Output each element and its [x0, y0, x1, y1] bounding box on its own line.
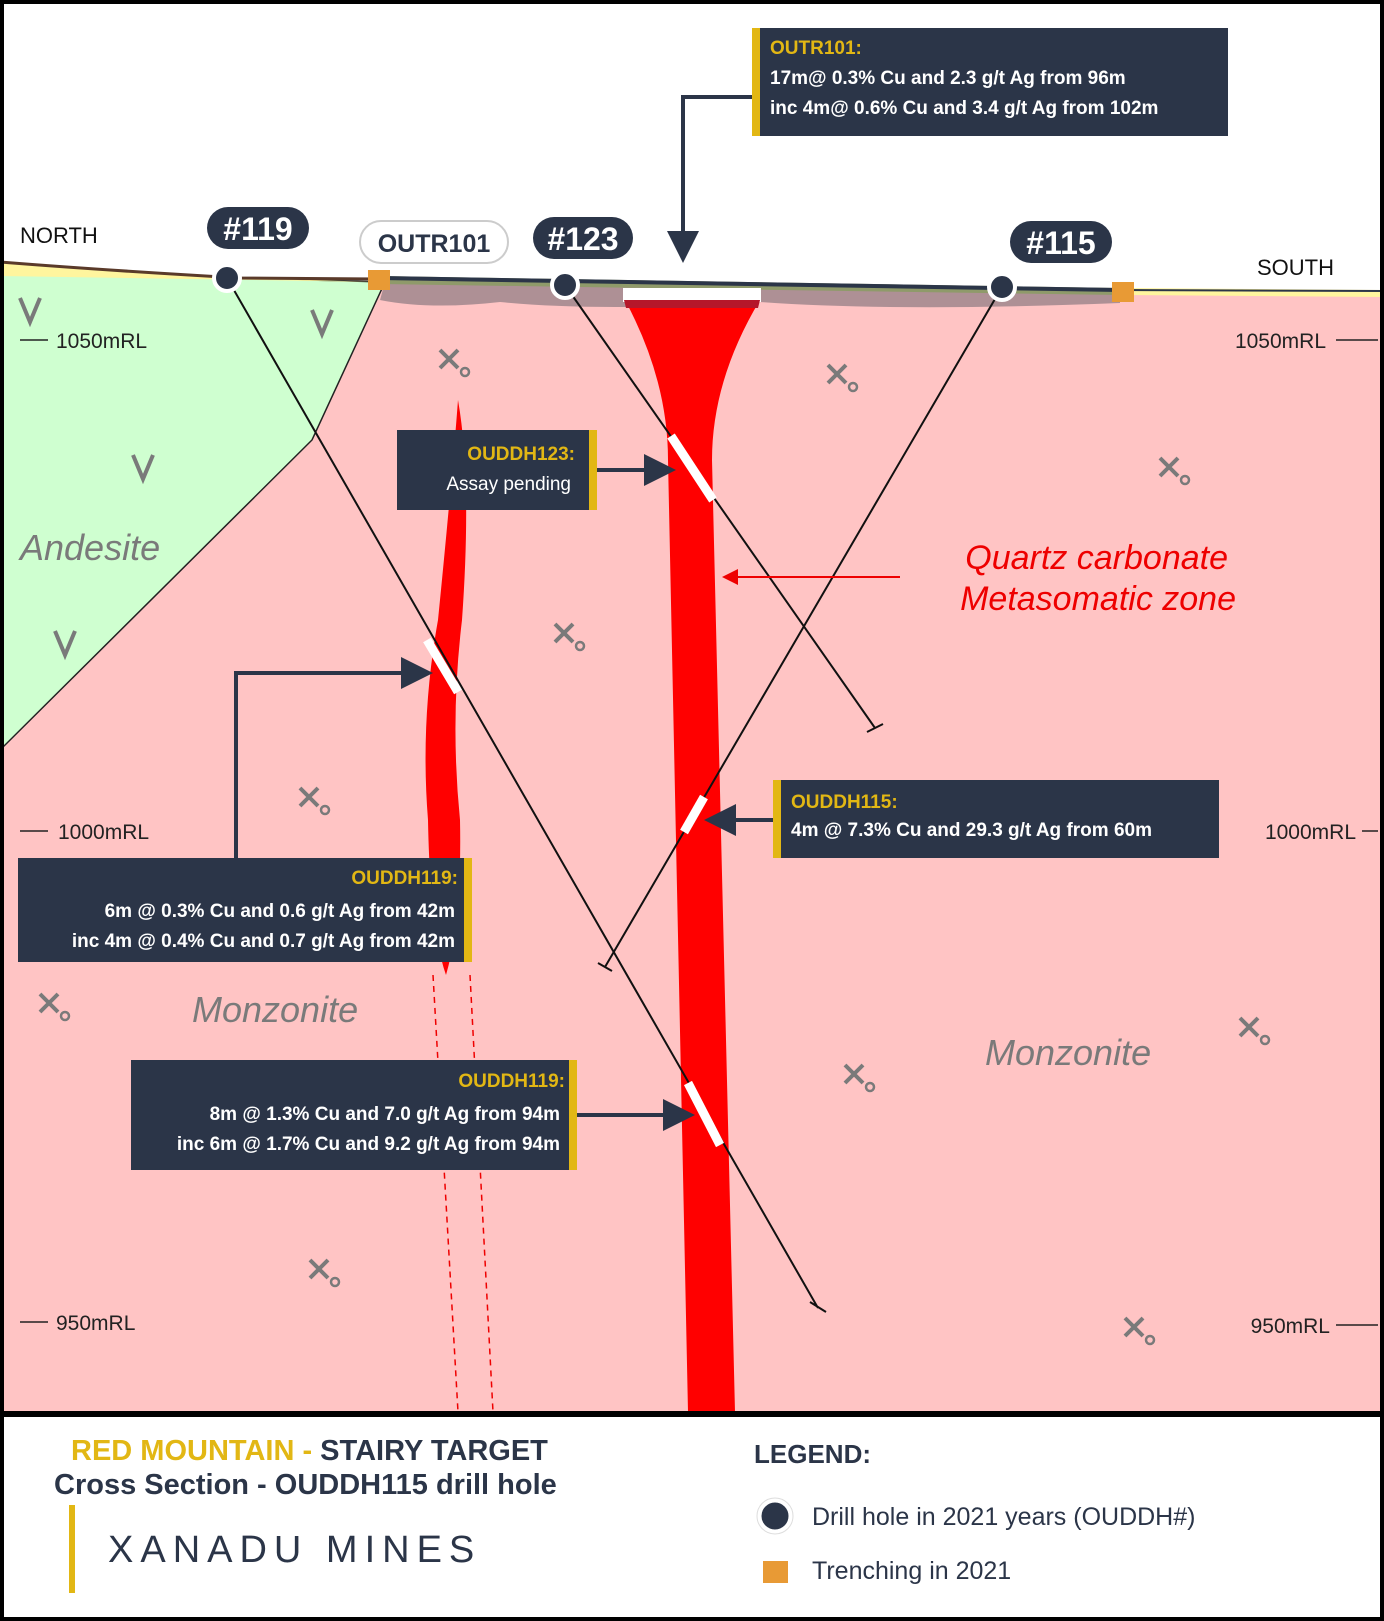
callout-ouddh119-upper: OUDDH119: 6m @ 0.3% Cu and 0.6 g/t Ag fr…: [18, 858, 472, 962]
section-divider: [0, 1411, 1384, 1417]
elevation-left-1000: 1000mRL: [58, 821, 149, 844]
cover-north: [0, 262, 378, 282]
collar-markers: [212, 263, 1134, 302]
svg-text:OUDDH119:: OUDDH119:: [351, 868, 458, 889]
callout-ouddh115: OUDDH115: 4m @ 7.3% Cu and 29.3 g/t Ag f…: [773, 780, 1219, 858]
elevation-left-950: 950mRL: [56, 1312, 135, 1335]
svg-text:6m @ 0.3% Cu and 0.6 g/t Ag fr: 6m @ 0.3% Cu and 0.6 g/t Ag from 42m: [105, 901, 455, 922]
company-logo: XANADU MINES: [108, 1529, 481, 1571]
trench-marker-south: [1112, 282, 1134, 302]
svg-text:inc 6m @ 1.7% Cu and 9.2 g/t A: inc 6m @ 1.7% Cu and 9.2 g/t Ag from 94m: [177, 1134, 560, 1155]
intercept-markers: [423, 433, 724, 1148]
collar-115: [987, 272, 1017, 302]
elevation-right-950: 950mRL: [1251, 1315, 1330, 1338]
andesite-label: Andesite: [18, 527, 160, 568]
svg-text:4m @ 7.3% Cu and 29.3 g/t Ag f: 4m @ 7.3% Cu and 29.3 g/t Ag from 60m: [791, 820, 1152, 841]
legend-drillhole-label: Drill hole in 2021 years (OUDDH#): [812, 1503, 1195, 1531]
tag-outr101-bg: [359, 220, 509, 264]
legend-trench-label: Trenching in 2021: [812, 1557, 1011, 1585]
elevation-right-1050: 1050mRL: [1235, 330, 1326, 353]
metasomatic-zone-top: [624, 300, 760, 308]
metasomatic-zone: [625, 300, 760, 1412]
svg-text:8m @ 1.3% Cu and 7.0 g/t Ag f: 8m @ 1.3% Cu and 7.0 g/t Ag from 94m: [210, 1104, 560, 1125]
callout-arrows: [234, 95, 773, 1131]
elevation-left-1050: 1050mRL: [56, 330, 147, 353]
elevation-right-1000: 1000mRL: [1265, 821, 1356, 844]
hole-tag-115: #115: [1026, 225, 1095, 261]
svg-text:OUDDH115:: OUDDH115:: [791, 792, 898, 813]
elevation-ticks: [20, 339, 1378, 1326]
footer-title: RED MOUNTAIN - STAIRY TARGET: [71, 1435, 548, 1467]
hole-tag-123: #123: [547, 221, 618, 257]
legend-trench-icon: [763, 1561, 788, 1583]
north-label: NORTH: [20, 223, 98, 248]
tag-123-bg: [533, 217, 633, 259]
tag-119-bg: [207, 207, 309, 249]
svg-text:OUDDH119:: OUDDH119:: [458, 1071, 565, 1092]
svg-text:17m@ 0.3% Cu and 2.3 g/t Ag fr: 17m@ 0.3% Cu and 2.3 g/t Ag from 96m: [770, 68, 1126, 89]
trench-tag: OUTR101: [378, 230, 491, 258]
footer-subtitle: Cross Section - OUDDH115 drill hole: [54, 1469, 557, 1501]
callout-ouddh119-lower: OUDDH119: 8m @ 1.3% Cu and 7.0 g/t Ag fr…: [131, 1060, 577, 1170]
trench-marker-north: [368, 270, 390, 290]
drill-trace-123: [564, 284, 884, 733]
zone-label-line1: Quartz carbonate: [965, 539, 1228, 577]
legend-title: LEGEND:: [754, 1439, 871, 1469]
drill-trace-115: [597, 286, 1003, 972]
svg-text:inc 4m @ 0.4% Cu and 0.7 g/t: inc 4m @ 0.4% Cu and 0.7 g/t Ag from 42m: [72, 931, 455, 952]
monzonite-label-right: Monzonite: [985, 1032, 1151, 1073]
collar-119: [212, 263, 242, 293]
svg-text:inc 4m@ 0.6% Cu and 3.4 g/t Ag: inc 4m@ 0.6% Cu and 3.4 g/t Ag from 102m: [770, 98, 1158, 119]
callout-ouddh123: OUDDH123: Assay pending: [397, 430, 597, 510]
hole-tag-119: #119: [223, 211, 292, 247]
svg-text:OUTR101:: OUTR101:: [770, 38, 862, 59]
legend-drillhole-ring: [756, 1497, 794, 1535]
tag-115-bg: [1010, 221, 1112, 263]
callout-outr101: OUTR101: 17m@ 0.3% Cu and 2.3 g/t Ag fro…: [752, 28, 1228, 136]
svg-text:Assay pending: Assay pending: [446, 474, 571, 495]
monzonite-label-left: Monzonite: [192, 989, 358, 1030]
collar-123: [550, 270, 580, 300]
topo-line-south: [1119, 289, 1384, 292]
south-label: SOUTH: [1257, 255, 1334, 280]
trench-exposure: [623, 288, 761, 302]
svg-text:OUDDH123:: OUDDH123:: [467, 444, 575, 465]
zone-label-line2: Metasomatic zone: [960, 580, 1236, 618]
vein-lens: [425, 400, 467, 975]
legend-drillhole-icon: [758, 1499, 792, 1533]
inferred-vein-extension: [432, 974, 494, 1413]
logo-bar: [69, 1505, 75, 1593]
